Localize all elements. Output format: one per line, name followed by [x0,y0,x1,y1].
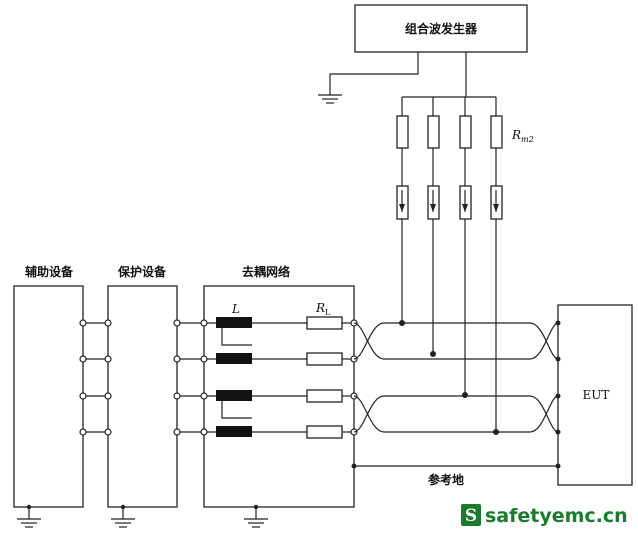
terminal-nodes [79,319,208,436]
resistor-rl-1 [306,316,343,330]
resistor-rl-4 [306,425,343,439]
inductor-1 [216,317,252,328]
generator-ground-lead [329,52,419,95]
inductor-resistor-lines [252,322,307,433]
coupling-resistor [427,115,440,149]
decoupling-inductors [216,317,252,437]
coupling-resistor [490,115,503,149]
twisted-pair-2 [353,395,559,433]
twisted-pair-1 [353,322,559,360]
arrow-down-icon [493,204,499,212]
decoupling-ground-icon [244,507,268,528]
rm2-label: Rm2 [511,128,534,144]
arrow-down-icon [430,204,436,212]
ground-node-dots [26,504,259,510]
reference-ground-node [351,463,357,469]
protection-ground-icon [111,507,135,528]
watermark-logo-letter: S [465,506,477,526]
watermark-text: safetyemc.cn [485,505,628,527]
interconnect-lines [83,322,216,433]
resistor-rl-2 [306,352,343,366]
watermark-logo-icon [461,504,481,526]
coupling-branch-4 [490,97,503,432]
generator-box [354,4,528,53]
aux-equipment-label: 辅助设备 [25,264,74,279]
coupling-branch-2 [427,97,440,354]
coupling-resistor [459,115,472,149]
eut-box [557,304,633,486]
eut-terminals [555,320,561,435]
eut-ground-node [555,463,561,469]
core-bracket-2 [221,401,252,419]
inductor-label: L [231,302,240,316]
decoupling-network-label: 去耦网络 [242,264,290,279]
rl-label: RL [315,301,331,317]
eut-label: EUT [583,388,610,402]
coupling-branch-1 [396,97,409,323]
generator-label: 组合波发生器 [405,21,478,36]
protection-equipment-label: 保护设备 [117,264,167,279]
protection-equipment-box [107,285,178,508]
core-bracket-1 [221,328,252,346]
generator-ground-icon [318,94,342,104]
arrow-down-icon [462,204,468,212]
coupling-resistor [396,115,409,149]
inductor-2 [216,353,252,364]
resistor-rl-3 [306,389,343,403]
inductor-3 [216,390,252,401]
watermark: S safetyemc.cn [461,504,628,527]
aux-equipment-box [13,285,84,508]
decoupling-resistors [306,316,343,439]
inductor-4 [216,426,252,437]
coupling-branch-3 [459,97,472,395]
reference-ground-label: 参考地 [428,472,464,487]
aux-ground-icon [17,507,41,528]
arrow-down-icon [399,204,405,212]
coupling-junctions [399,320,499,435]
